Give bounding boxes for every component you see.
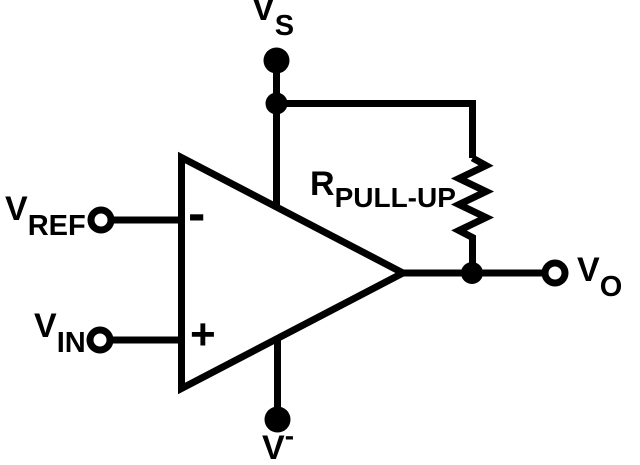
vs-label-sub: S [274,10,295,42]
junction-dot-output [461,262,483,284]
inverting-input-sign: - [188,185,206,243]
vin-label-main: V [34,307,57,345]
vo-label: VO [577,251,622,302]
r-pullup-label: RPULL-UP [310,165,456,212]
vref-label-sub: REF [27,210,86,242]
vref-label: VREF [5,190,86,241]
vin-label-sub: IN [56,327,86,359]
terminal-dot-vs [263,47,290,74]
vs-label-main: V [252,0,275,28]
vminus-label-main: V [262,429,285,465]
vin-label: VIN [34,307,86,358]
r-pullup-label-sub: PULL-UP [334,182,456,213]
vs-label: VS [252,0,294,41]
vo-label-sub: O [599,271,623,303]
opamp-triangle [178,151,411,395]
terminal-circle-vin [86,326,114,354]
noninverting-input-sign: + [190,310,216,359]
terminal-circle-vref [87,206,115,234]
r-pullup-label-main: R [310,165,335,203]
junction-dot-top [265,92,288,115]
vminus-label: V- [262,422,294,465]
resistor-pullup [450,154,495,273]
vref-label-main: V [5,190,28,228]
vo-label-main: V [577,251,600,289]
terminal-dot-vminus [264,406,291,433]
wire-top-rail [276,100,476,158]
terminal-circle-vo [541,259,569,287]
vminus-label-sup: - [284,420,295,451]
